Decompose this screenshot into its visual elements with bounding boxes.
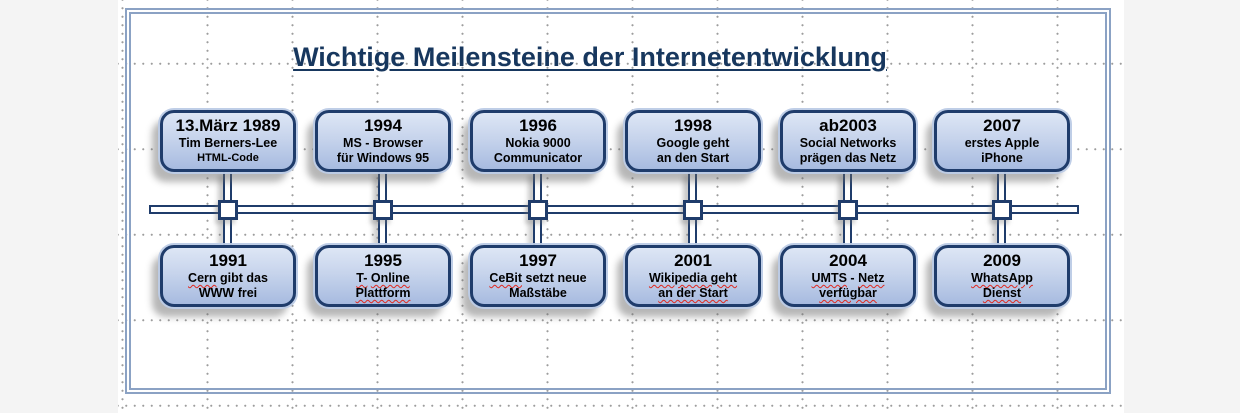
milestone-text-line: Plattform	[318, 286, 448, 301]
milestone-year: 2001	[674, 251, 712, 270]
milestone-text-line: iPhone	[981, 151, 1023, 165]
milestone-year: 1996	[519, 116, 557, 135]
timeline-connector-top	[997, 169, 1006, 206]
milestone-year: 13.März 1989	[175, 116, 281, 135]
timeline-connector-bottom	[688, 214, 697, 247]
milestone-text-line: Maßstäbe	[509, 286, 567, 300]
timeline-node	[218, 200, 238, 220]
misspelled-word: Dienst	[982, 286, 1022, 300]
misspelled-word: CeBit	[489, 271, 523, 285]
timeline-connector-bottom	[997, 214, 1006, 247]
misspelled-word: Netz	[858, 271, 885, 285]
milestone-year: 1994	[364, 116, 402, 135]
milestone-text-line: WhatsApp	[937, 271, 1067, 286]
milestone-text-line: CeBit setzt neue	[489, 271, 587, 285]
slide-frame	[125, 8, 1111, 394]
milestone-text-line: an den Start	[656, 151, 730, 165]
milestone-text-line: MS - Browser	[343, 136, 423, 150]
milestone-text-line: erstes Apple	[964, 136, 1040, 150]
milestone-year: 1998	[674, 116, 712, 135]
timeline-connector-top	[843, 169, 852, 206]
milestone-text-line: WWW frei	[198, 286, 258, 300]
misspelled-word: verfügbar	[819, 286, 877, 300]
milestone-text-line: Google geht	[656, 136, 730, 150]
misspelled-word: Wikipedia geht	[648, 271, 738, 285]
milestone-text-line: Nokia 9000	[505, 136, 571, 150]
milestone-text-line: Dienst	[937, 286, 1067, 301]
timeline-connector-top	[223, 169, 232, 206]
milestone-text-line: Tim Berners-Lee	[178, 136, 278, 150]
misspelled-word: an der Start	[658, 286, 728, 300]
timeline-node	[683, 200, 703, 220]
timeline-connector-bottom	[843, 214, 852, 247]
misspelled-word: Online	[370, 271, 410, 285]
milestone-text-line: für Windows 95	[336, 151, 430, 165]
timeline-connector-top	[688, 169, 697, 206]
milestone-text-line: verfügbar	[783, 286, 913, 301]
timeline-connector-top	[378, 169, 387, 206]
misspelled-word: T-	[356, 271, 368, 285]
timeline-axis	[149, 205, 1079, 214]
timeline-node	[528, 200, 548, 220]
milestone-text-line: an der Start	[628, 286, 758, 301]
milestone-year: 1991	[209, 251, 247, 270]
milestone-text-line: Social Networks	[799, 136, 897, 150]
milestone-year: 1997	[519, 251, 557, 270]
milestone-text-line: UMTS - Netz	[811, 271, 885, 285]
milestone-text-line: Wikipedia geht	[628, 271, 758, 286]
milestone-text-line: T- Online	[318, 271, 448, 286]
timeline-connector-bottom	[378, 214, 387, 247]
slide-title: Wichtige Meilensteine der Internetentwic…	[293, 42, 887, 72]
misspelled-word: UMTS	[811, 271, 847, 285]
misspelled-word: Plattform	[355, 286, 411, 300]
misspelled-word: Cern	[188, 271, 217, 285]
timeline-connector-top	[533, 169, 542, 206]
milestone-year: 2004	[829, 251, 867, 270]
milestone-year: 1995	[364, 251, 402, 270]
timeline-connector-bottom	[223, 214, 232, 247]
milestone-text-line: Cern gibt das	[188, 271, 268, 285]
timeline-node	[992, 200, 1012, 220]
milestone-year: ab2003	[819, 116, 877, 135]
milestone-text-line: prägen das Netz	[799, 151, 897, 165]
misspelled-word: WhatsApp	[971, 271, 1033, 285]
milestone-year: 2007	[983, 116, 1021, 135]
timeline-node	[838, 200, 858, 220]
timeline-connector-bottom	[533, 214, 542, 247]
milestone-text-line: Communicator	[493, 151, 583, 165]
milestone-year: 2009	[983, 251, 1021, 270]
timeline-node	[373, 200, 393, 220]
milestone-text-line: HTML-Code	[197, 152, 259, 164]
